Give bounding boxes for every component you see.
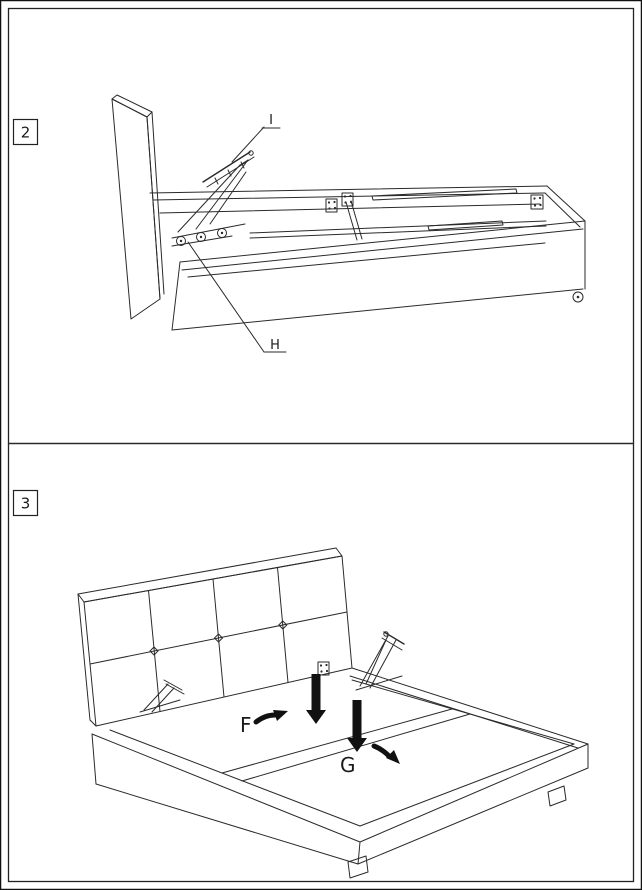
bed-box [91, 667, 589, 879]
panel-label-G: G [340, 753, 356, 777]
part-label-H: H [270, 338, 280, 353]
lift-mechanism [171, 150, 255, 247]
slide-arrow-right-icon [253, 710, 288, 725]
latch-plate-icon [341, 192, 354, 207]
lift-bracket-middle [355, 631, 405, 691]
part-callout-H: H [187, 241, 287, 353]
part-label-I: I [269, 113, 273, 128]
down-arrow-icon [306, 674, 326, 724]
down-arrow-icon [347, 700, 367, 752]
step-3-illustration: F G [77, 547, 589, 879]
lift-bracket-left [139, 679, 185, 713]
bed-frame-box [149, 185, 586, 331]
page-border [7, 7, 635, 883]
leader-line [187, 241, 265, 353]
slide-arrow-downright-icon [371, 743, 400, 764]
step-3-panel: 3 [12, 489, 589, 879]
step-2-panel: 2 [12, 94, 586, 353]
latch-plate-icon [317, 661, 330, 676]
step-3-number: 3 [21, 495, 31, 513]
latch-plate-icon [325, 198, 338, 213]
leader-line [231, 126, 265, 163]
panel-label-F: F [240, 713, 252, 737]
caster-wheel-icon [572, 291, 584, 303]
latch-plate-icon [530, 194, 544, 210]
step-2-number-box [12, 118, 39, 146]
step-2-number: 2 [21, 124, 31, 142]
step-3-number-box [12, 489, 39, 517]
part-callout-I: I [231, 113, 281, 163]
headboard-side-view [111, 94, 165, 320]
tufted-headboard [77, 547, 353, 727]
step-2-illustration: I H [111, 94, 586, 353]
